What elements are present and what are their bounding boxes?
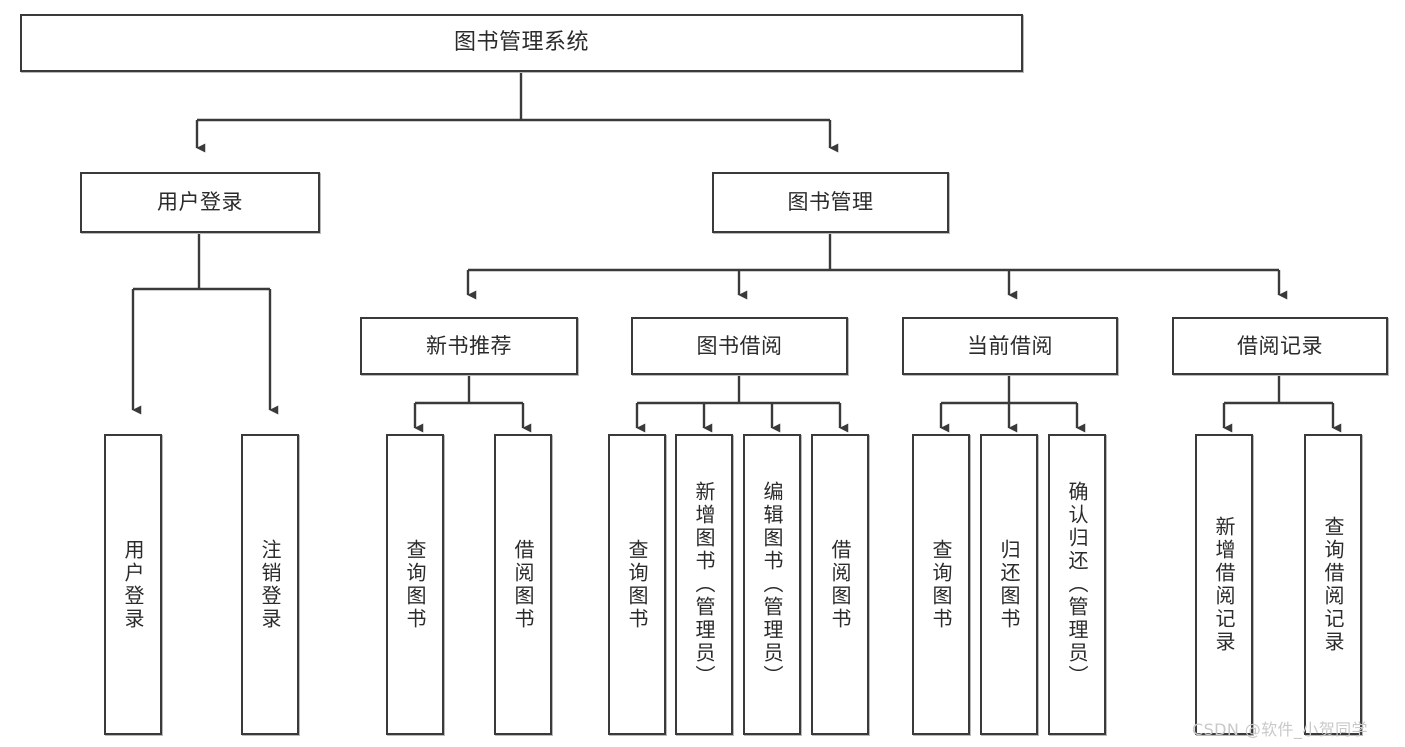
leaf-bookborrow-query-book-label: 查询图书 xyxy=(625,538,649,631)
leaf-bookborrow-edit-book[interactable]: 编辑图书（管理员） xyxy=(743,434,801,735)
node-root-label: 图书管理系统 xyxy=(453,30,589,56)
leaf-bookborrow-borrow-book[interactable]: 借阅图书 xyxy=(811,434,869,735)
leaf-logout[interactable]: 注销登录 xyxy=(241,434,299,735)
leaf-borrowrecord-query-record[interactable]: 查询借阅记录 xyxy=(1304,434,1362,735)
node-current-borrow[interactable]: 当前借阅 xyxy=(902,317,1118,375)
leaf-currentborrow-return-book-label: 归还图书 xyxy=(997,538,1021,631)
leaf-currentborrow-query-book[interactable]: 查询图书 xyxy=(912,434,970,735)
leaf-bookborrow-add-book[interactable]: 新增图书（管理员） xyxy=(675,434,733,735)
node-borrow-record[interactable]: 借阅记录 xyxy=(1172,317,1388,375)
leaf-currentborrow-confirm-return[interactable]: 确认归还（管理员） xyxy=(1048,434,1106,735)
node-user-login[interactable]: 用户登录 xyxy=(80,172,320,233)
node-user-login-label: 用户登录 xyxy=(157,190,243,215)
leaf-currentborrow-query-book-label: 查询图书 xyxy=(929,538,953,631)
node-root[interactable]: 图书管理系统 xyxy=(20,14,1023,72)
leaf-borrowrecord-add-record[interactable]: 新增借阅记录 xyxy=(1195,434,1253,735)
leaf-user-login-label: 用户登录 xyxy=(121,538,145,631)
leaf-newbook-query-book-label: 查询图书 xyxy=(403,538,427,631)
leaf-newbook-borrow-book-label: 借阅图书 xyxy=(511,538,535,631)
leaf-borrowrecord-query-record-label: 查询借阅记录 xyxy=(1321,515,1345,654)
node-new-book-recommend-label: 新书推荐 xyxy=(426,333,512,358)
node-current-borrow-label: 当前借阅 xyxy=(967,333,1053,358)
leaf-borrowrecord-add-record-label: 新增借阅记录 xyxy=(1212,515,1236,654)
leaf-user-login[interactable]: 用户登录 xyxy=(104,434,162,735)
leaf-newbook-query-book[interactable]: 查询图书 xyxy=(386,434,444,735)
leaf-newbook-borrow-book[interactable]: 借阅图书 xyxy=(494,434,552,735)
leaf-bookborrow-query-book[interactable]: 查询图书 xyxy=(608,434,666,735)
node-book-manage[interactable]: 图书管理 xyxy=(712,172,949,233)
node-new-book-recommend[interactable]: 新书推荐 xyxy=(360,317,578,375)
node-book-manage-label: 图书管理 xyxy=(787,190,874,215)
leaf-bookborrow-edit-book-label: 编辑图书（管理员） xyxy=(760,481,784,688)
leaf-bookborrow-add-book-label: 新增图书（管理员） xyxy=(692,481,716,688)
leaf-logout-label: 注销登录 xyxy=(258,538,282,631)
node-borrow-record-label: 借阅记录 xyxy=(1237,333,1323,358)
leaf-currentborrow-return-book[interactable]: 归还图书 xyxy=(980,434,1038,735)
node-book-borrow-label: 图书借阅 xyxy=(696,333,783,358)
leaf-bookborrow-borrow-book-label: 借阅图书 xyxy=(828,538,852,631)
leaf-currentborrow-confirm-return-label: 确认归还（管理员） xyxy=(1065,481,1089,688)
node-book-borrow[interactable]: 图书借阅 xyxy=(631,317,848,375)
